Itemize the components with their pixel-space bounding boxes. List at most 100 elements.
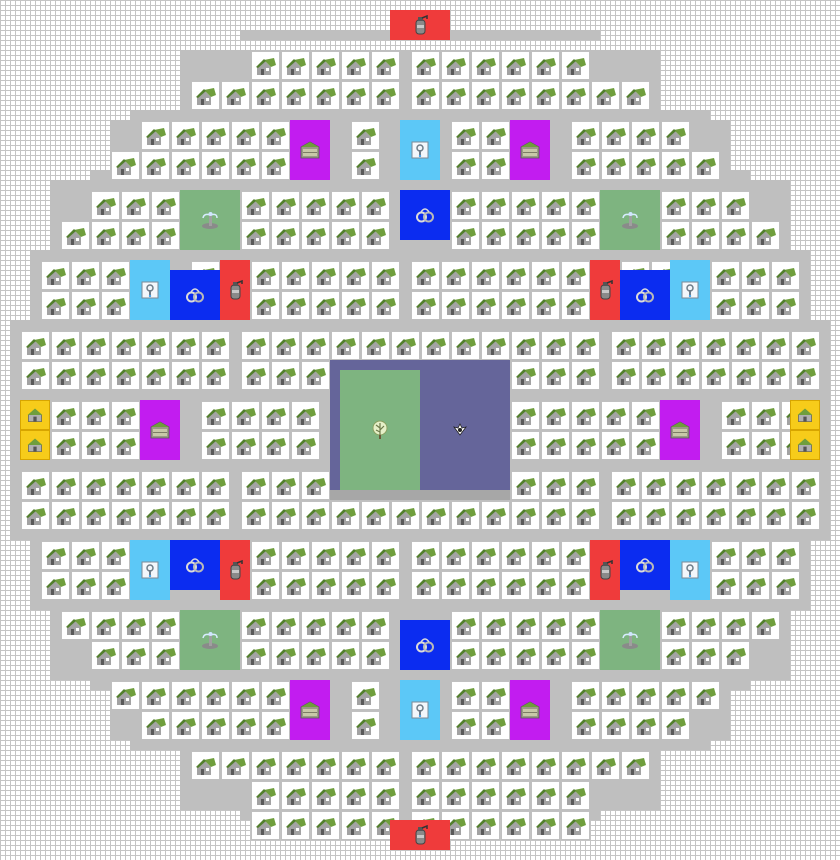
house-tile[interactable]: [561, 781, 590, 810]
house-tile[interactable]: [641, 361, 670, 390]
police-station[interactable]: [170, 540, 220, 590]
police-station[interactable]: [620, 270, 670, 320]
park[interactable]: [180, 610, 240, 670]
house-tile[interactable]: [71, 261, 100, 290]
house-tile[interactable]: [411, 751, 440, 780]
house-tile[interactable]: [301, 471, 330, 500]
house-tile[interactable]: [201, 121, 230, 150]
house-tile[interactable]: [111, 501, 140, 530]
house-tile[interactable]: [411, 541, 440, 570]
watchtower[interactable]: [790, 400, 820, 430]
house-tile[interactable]: [41, 541, 70, 570]
house-tile[interactable]: [341, 81, 370, 110]
market[interactable]: [290, 680, 330, 740]
police-station[interactable]: [400, 190, 450, 240]
water-supply[interactable]: [670, 540, 710, 600]
fire-station[interactable]: [390, 10, 450, 40]
house-tile[interactable]: [751, 431, 780, 460]
house-tile[interactable]: [351, 151, 380, 180]
house-tile[interactable]: [661, 681, 690, 710]
house-tile[interactable]: [701, 501, 730, 530]
house-tile[interactable]: [641, 331, 670, 360]
house-tile[interactable]: [451, 221, 480, 250]
house-tile[interactable]: [791, 331, 820, 360]
house-tile[interactable]: [371, 261, 400, 290]
house-tile[interactable]: [331, 191, 360, 220]
house-tile[interactable]: [301, 361, 330, 390]
house-tile[interactable]: [511, 221, 540, 250]
house-tile[interactable]: [761, 331, 790, 360]
house-tile[interactable]: [541, 471, 570, 500]
house-tile[interactable]: [71, 571, 100, 600]
house-tile[interactable]: [641, 471, 670, 500]
house-tile[interactable]: [261, 711, 290, 740]
house-tile[interactable]: [141, 331, 170, 360]
house-tile[interactable]: [311, 811, 340, 840]
house-tile[interactable]: [641, 501, 670, 530]
house-tile[interactable]: [291, 431, 320, 460]
house-tile[interactable]: [361, 611, 390, 640]
house-tile[interactable]: [361, 191, 390, 220]
house-tile[interactable]: [441, 261, 470, 290]
house-tile[interactable]: [621, 81, 650, 110]
house-tile[interactable]: [341, 261, 370, 290]
house-tile[interactable]: [631, 151, 660, 180]
house-tile[interactable]: [51, 431, 80, 460]
house-tile[interactable]: [171, 151, 200, 180]
house-tile[interactable]: [271, 331, 300, 360]
house-tile[interactable]: [471, 751, 500, 780]
house-tile[interactable]: [231, 711, 260, 740]
house-tile[interactable]: [111, 681, 140, 710]
house-tile[interactable]: [481, 501, 510, 530]
house-tile[interactable]: [541, 401, 570, 430]
house-tile[interactable]: [301, 501, 330, 530]
house-tile[interactable]: [351, 711, 380, 740]
house-tile[interactable]: [81, 361, 110, 390]
house-tile[interactable]: [231, 681, 260, 710]
house-tile[interactable]: [451, 331, 480, 360]
house-tile[interactable]: [571, 711, 600, 740]
market[interactable]: [510, 120, 550, 180]
house-tile[interactable]: [481, 611, 510, 640]
house-tile[interactable]: [561, 81, 590, 110]
house-tile[interactable]: [371, 51, 400, 80]
house-tile[interactable]: [341, 571, 370, 600]
house-tile[interactable]: [731, 471, 760, 500]
house-tile[interactable]: [301, 611, 330, 640]
house-tile[interactable]: [291, 401, 320, 430]
house-tile[interactable]: [281, 291, 310, 320]
house-tile[interactable]: [671, 361, 700, 390]
house-tile[interactable]: [351, 681, 380, 710]
house-tile[interactable]: [511, 611, 540, 640]
house-tile[interactable]: [81, 471, 110, 500]
water-supply[interactable]: [130, 260, 170, 320]
house-tile[interactable]: [761, 501, 790, 530]
house-tile[interactable]: [601, 121, 630, 150]
house-tile[interactable]: [71, 541, 100, 570]
house-tile[interactable]: [531, 541, 560, 570]
house-tile[interactable]: [151, 641, 180, 670]
park[interactable]: [600, 190, 660, 250]
house-tile[interactable]: [241, 331, 270, 360]
house-tile[interactable]: [241, 641, 270, 670]
house-tile[interactable]: [671, 331, 700, 360]
house-tile[interactable]: [511, 361, 540, 390]
house-tile[interactable]: [411, 291, 440, 320]
house-tile[interactable]: [531, 51, 560, 80]
house-tile[interactable]: [81, 331, 110, 360]
house-tile[interactable]: [261, 121, 290, 150]
house-tile[interactable]: [121, 611, 150, 640]
house-tile[interactable]: [501, 571, 530, 600]
house-tile[interactable]: [331, 501, 360, 530]
house-tile[interactable]: [111, 151, 140, 180]
house-tile[interactable]: [531, 81, 560, 110]
house-tile[interactable]: [471, 261, 500, 290]
house-tile[interactable]: [451, 681, 480, 710]
house-tile[interactable]: [451, 121, 480, 150]
house-tile[interactable]: [571, 121, 600, 150]
house-tile[interactable]: [41, 261, 70, 290]
house-tile[interactable]: [531, 811, 560, 840]
house-tile[interactable]: [21, 331, 50, 360]
house-tile[interactable]: [371, 571, 400, 600]
house-tile[interactable]: [51, 501, 80, 530]
